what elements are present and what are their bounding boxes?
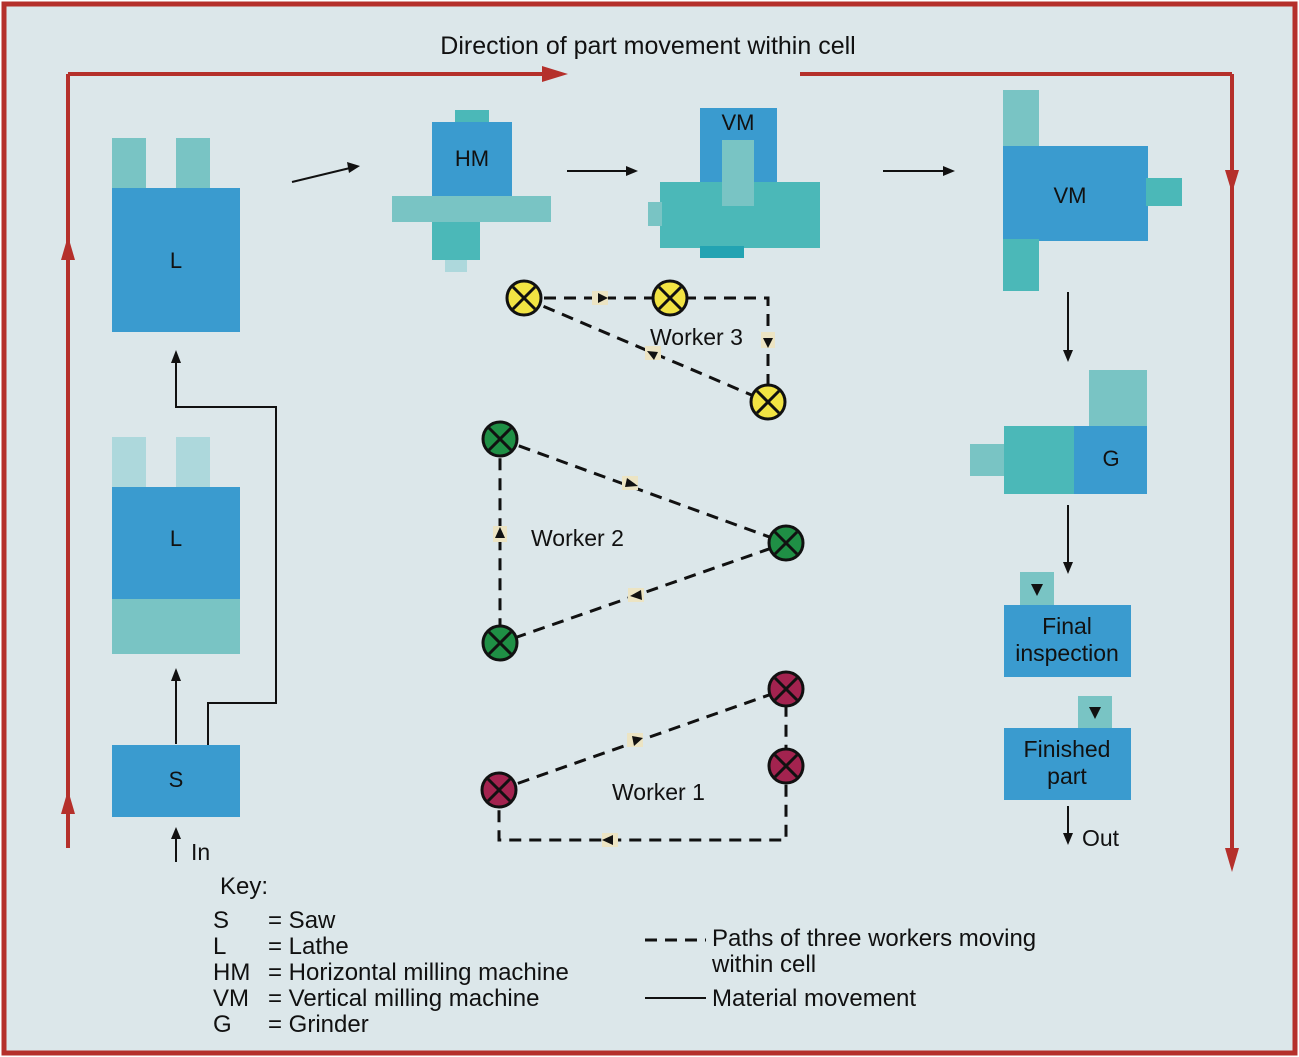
- arrow-into-vm: [626, 166, 638, 176]
- flow-arrow-down-lower: [1225, 848, 1239, 872]
- horizontal-mill-label: HM: [455, 146, 489, 171]
- worker-path-markers: [493, 291, 775, 847]
- w3-marker-back: [647, 351, 658, 360]
- flow-arrow-up-upper: [61, 236, 75, 260]
- arrow-into-top-lathe: [171, 350, 181, 363]
- legend-dashed-line2: within cell: [711, 951, 816, 978]
- flow-arrowheads: [61, 66, 1239, 872]
- arrow-into-vm-right: [943, 166, 955, 176]
- worker1-stations: [480, 670, 805, 809]
- arrow-into-saw: [171, 827, 181, 839]
- finished-part: Finished part: [1004, 696, 1131, 800]
- vertical-mill-center: VM: [648, 108, 820, 258]
- final-inspection: Final inspection: [1004, 572, 1131, 677]
- worker1-station-2: [767, 747, 805, 785]
- w2-marker-up: [495, 527, 505, 538]
- final-inspection-line1: Final: [1042, 613, 1092, 639]
- worker3-station-2: [651, 279, 689, 317]
- vertical-mill-center-label: VM: [722, 110, 755, 135]
- vertical-mill-right: VM: [1003, 90, 1182, 291]
- saw-label: S: [169, 767, 184, 792]
- key-abbr-0: S: [213, 907, 229, 934]
- arrow-into-lower-lathe: [171, 668, 181, 681]
- worker2-station-1: [481, 420, 519, 458]
- lathe-bottom-label: L: [170, 526, 182, 551]
- key: Key: S = Saw L = Lathe HM = Horizontal m…: [213, 873, 1036, 1038]
- flow-arrow-down-upper: [1225, 170, 1239, 193]
- w1-marker-left: [602, 835, 613, 845]
- key-title: Key:: [220, 873, 268, 900]
- key-abbr-1: L: [213, 933, 226, 960]
- arrow-into-final-inspection: [1063, 562, 1073, 574]
- legend-dashed-line1: Paths of three workers moving: [712, 925, 1036, 952]
- worker1-station-1: [767, 670, 805, 708]
- lathe-top-label: L: [170, 248, 182, 273]
- grinder-label: G: [1102, 446, 1119, 471]
- arrow-into-grinder: [1063, 350, 1073, 362]
- worker1-path: [497, 686, 788, 842]
- finished-part-line2: part: [1047, 763, 1087, 789]
- key-abbr-2: HM: [213, 959, 250, 986]
- key-desc-3: = Vertical milling machine: [268, 985, 539, 1012]
- key-desc-2: = Horizontal milling machine: [268, 959, 569, 986]
- key-desc-0: = Saw: [268, 907, 336, 934]
- in-label: In: [191, 839, 210, 865]
- flow-arrow-up-lower: [61, 790, 75, 814]
- arrow-into-hm: [347, 162, 360, 173]
- worker3-station-3: [749, 383, 787, 421]
- worker3-label: Worker 3: [650, 324, 743, 350]
- worker1-station-3: [480, 771, 518, 809]
- key-desc-1: = Lathe: [268, 933, 349, 960]
- direction-label: Direction of part movement within cell: [440, 32, 855, 60]
- w3-marker-down: [763, 338, 773, 348]
- saw: S: [112, 745, 240, 817]
- w2-marker-right: [625, 478, 638, 487]
- flow-arrow-right: [542, 66, 568, 82]
- horizontal-mill: HM: [392, 110, 551, 272]
- vertical-mill-right-label: VM: [1054, 183, 1087, 208]
- worker3-stations: [505, 279, 787, 421]
- out-label: Out: [1082, 825, 1120, 851]
- worker2-station-3: [481, 624, 519, 662]
- lathe-bottom: L: [112, 437, 240, 654]
- w3-marker-right: [598, 293, 608, 303]
- worker1-label: Worker 1: [612, 779, 705, 805]
- w1-marker-right: [632, 736, 643, 746]
- key-abbr-4: G: [213, 1011, 232, 1038]
- lathe-top: L: [112, 138, 240, 332]
- worker2-stations: [481, 420, 805, 662]
- part-flow-loop: [66, 72, 1234, 865]
- arrow-out: [1063, 833, 1073, 845]
- material-arrowheads: [171, 162, 1073, 845]
- material-movement-lines: [175, 167, 1069, 862]
- worker2-station-2: [767, 524, 805, 562]
- worker2-label: Worker 2: [531, 525, 624, 551]
- finished-part-marker: [1089, 707, 1101, 719]
- legend-solid-label: Material movement: [712, 985, 916, 1012]
- key-desc-4: = Grinder: [268, 1011, 369, 1038]
- final-inspection-line2: inspection: [1015, 640, 1119, 666]
- final-inspection-marker: [1031, 584, 1043, 596]
- finished-part-line1: Finished: [1024, 736, 1111, 762]
- grinder: G: [970, 370, 1147, 494]
- key-abbr-3: VM: [213, 985, 249, 1012]
- w2-marker-left: [630, 590, 642, 600]
- worker3-station-1: [505, 279, 543, 317]
